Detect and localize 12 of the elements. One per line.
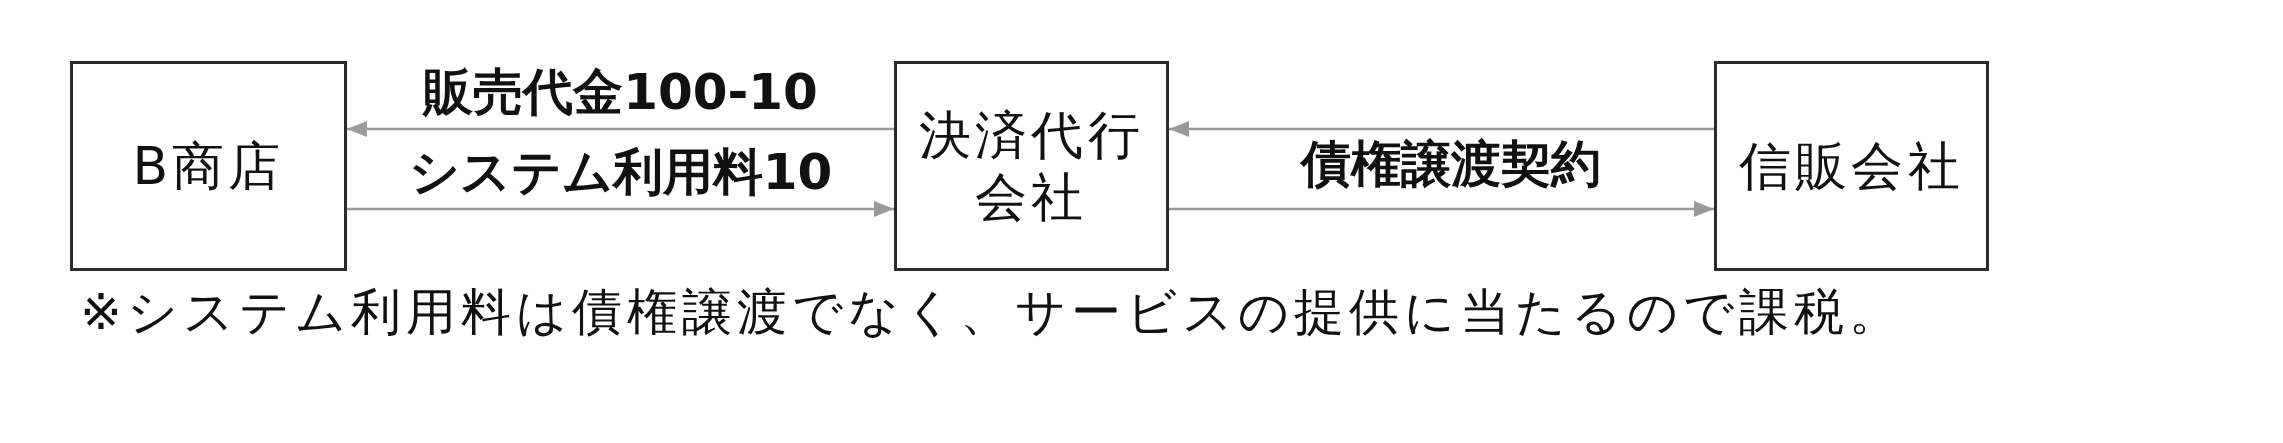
arrow [1169, 121, 1714, 137]
arrow [347, 201, 894, 217]
entity-box [1714, 61, 1989, 271]
entity-name: B商店 [132, 134, 285, 198]
entity-name: 信販会社 [1739, 134, 1964, 198]
entity-name: 決済代行会社 [918, 103, 1145, 229]
entity-box [70, 61, 347, 271]
contract-label: 債権譲渡契約 [1301, 136, 1601, 192]
arrow [1169, 201, 1714, 217]
footnote: ※システム利用料は債権譲渡でなく、サービスの提供に当たるので課税。 [80, 282, 1904, 342]
arrow [347, 121, 894, 137]
entity-box [894, 61, 1169, 271]
